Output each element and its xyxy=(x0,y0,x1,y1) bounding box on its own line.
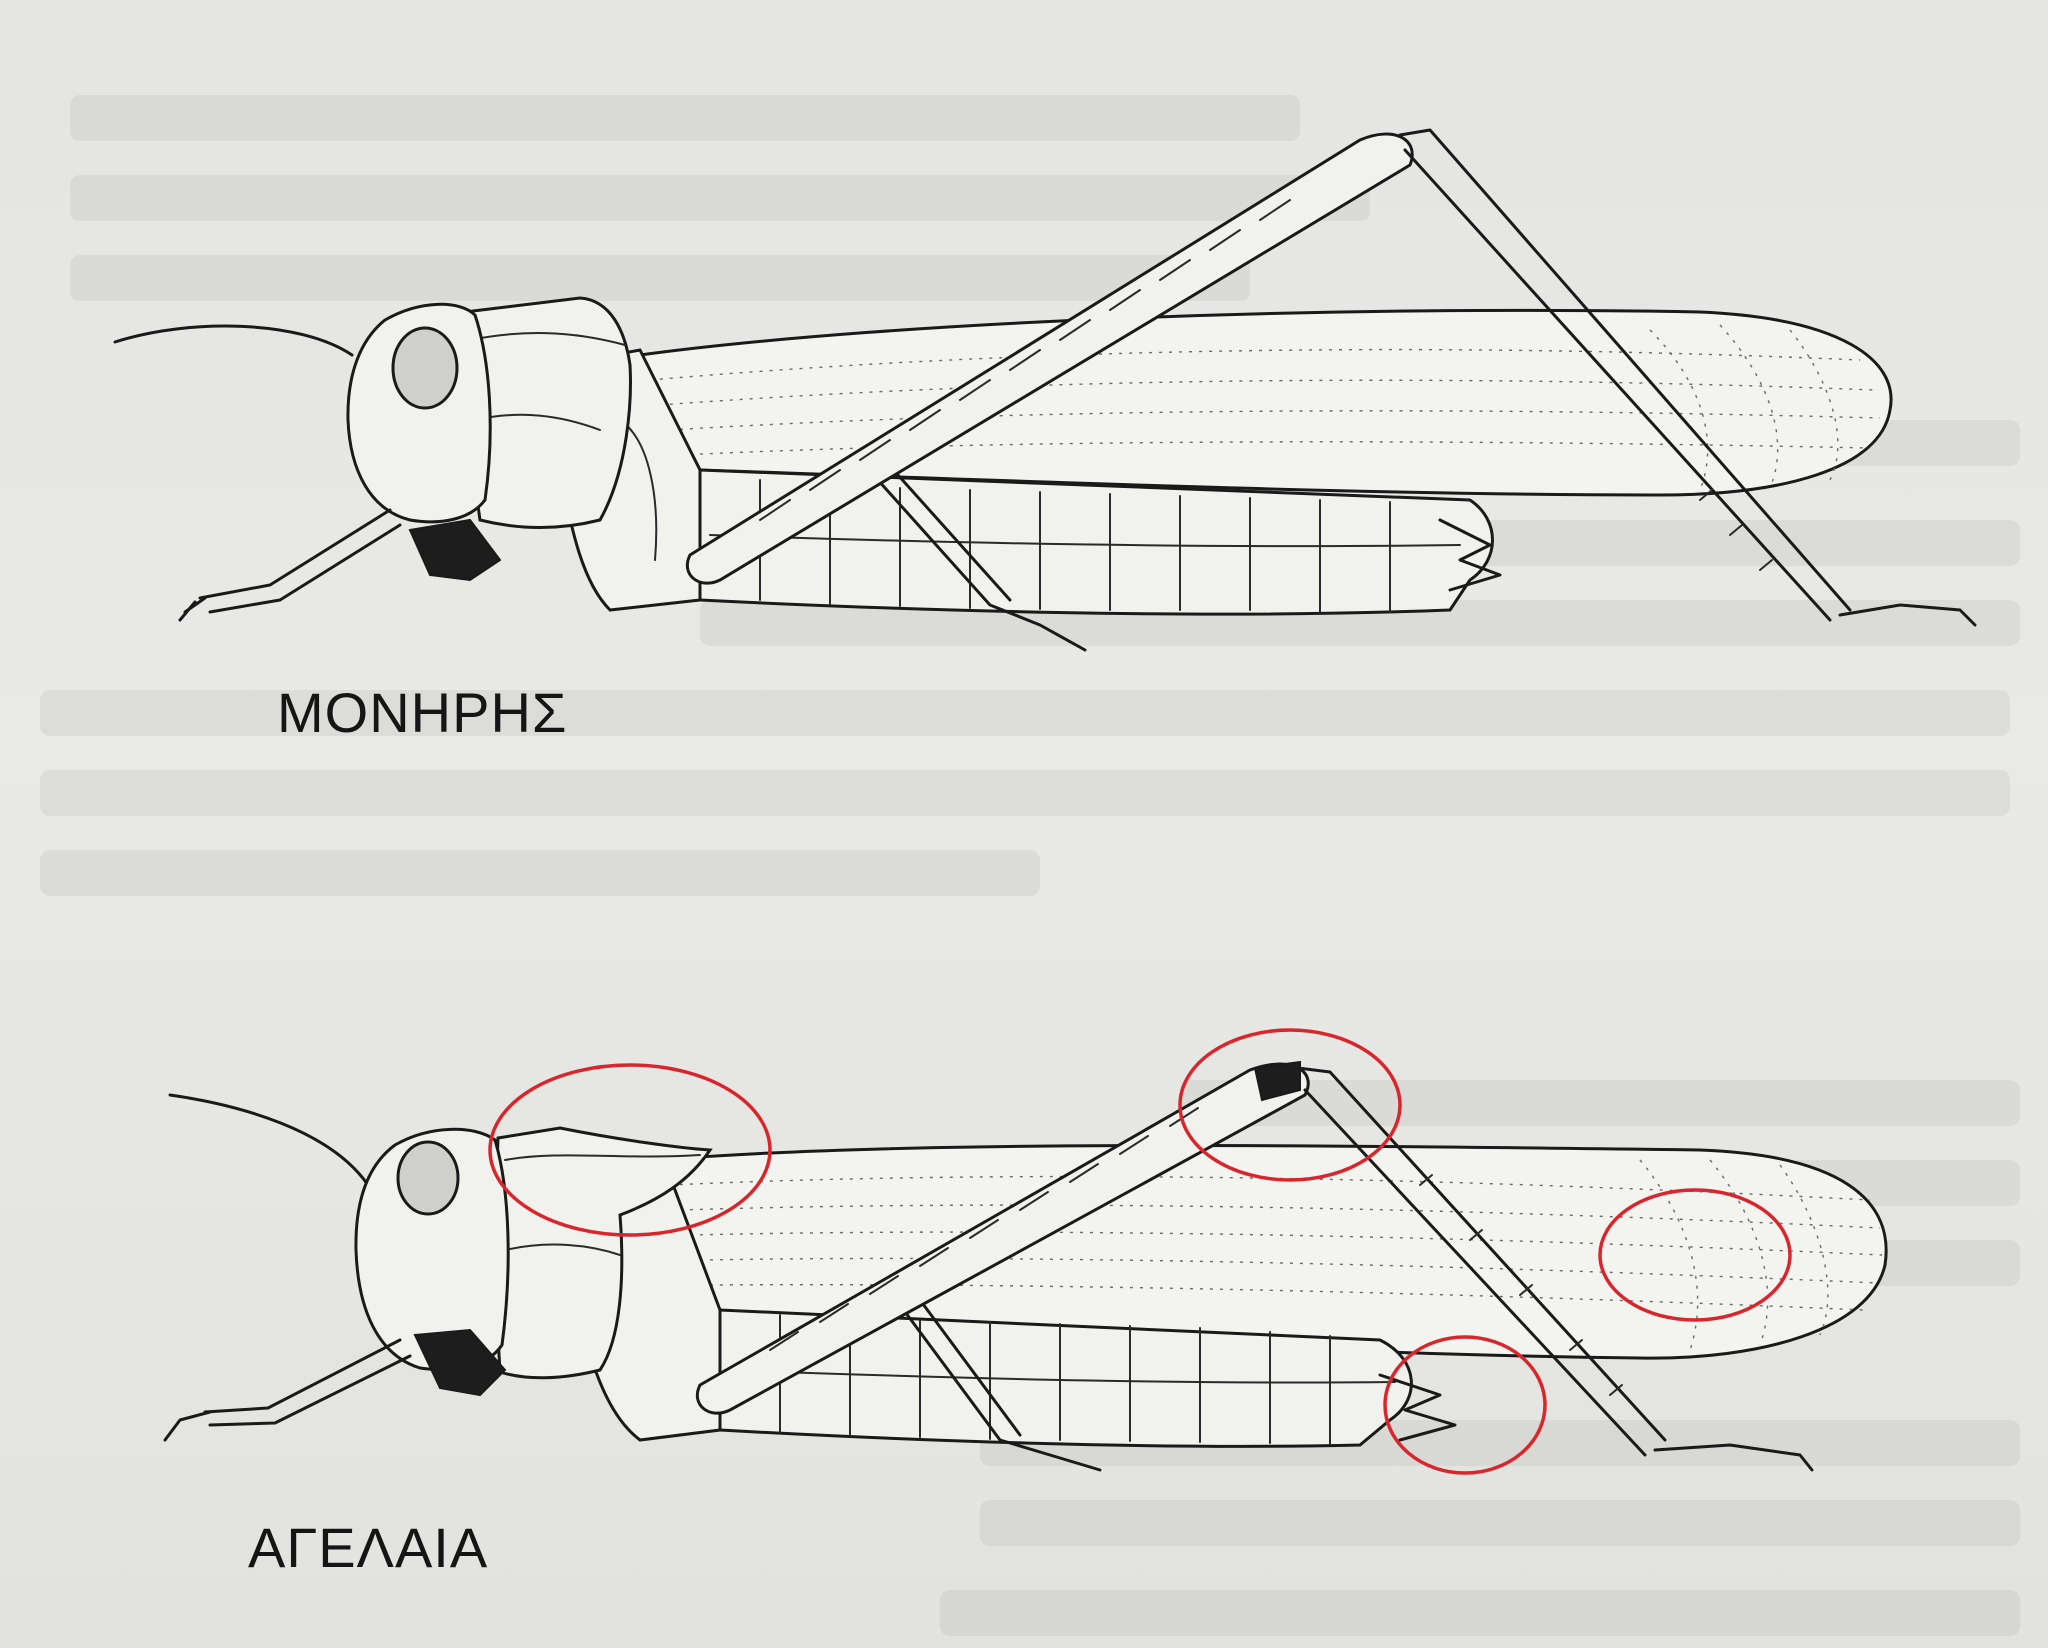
front-leg xyxy=(198,508,392,600)
middle-leg xyxy=(878,453,1012,602)
middle-leg xyxy=(918,1298,1022,1437)
tibia-spines xyxy=(1419,1174,1623,1396)
hind-tibia xyxy=(1398,128,1852,612)
hind-tibia xyxy=(1303,1088,1647,1457)
label-gregarious: ΑΓΕΛΑΙΑ xyxy=(248,1516,489,1579)
forewing xyxy=(637,308,1893,497)
front-leg xyxy=(208,1354,412,1427)
hind-femur xyxy=(685,132,1414,585)
highlight-knee xyxy=(1178,1028,1402,1182)
compound-eye xyxy=(396,1140,460,1216)
compound-eye xyxy=(391,326,459,410)
tibia-spines xyxy=(1699,489,1773,571)
front-tarsus xyxy=(178,596,207,622)
thorax-line xyxy=(619,419,658,561)
antenna xyxy=(113,324,354,357)
front-tarsus xyxy=(163,1410,212,1442)
wing-veins xyxy=(649,324,1881,491)
solitary-locust-drawing xyxy=(113,128,1977,652)
mouthparts xyxy=(413,1328,507,1397)
femur-knee-dark xyxy=(1253,1060,1301,1102)
front-leg xyxy=(203,1338,402,1414)
pronotum-ridge xyxy=(504,1243,621,1256)
hind-tibia xyxy=(1296,1066,1667,1442)
highlight-pronotum xyxy=(488,1063,772,1237)
mouthparts xyxy=(408,518,502,582)
pronotum-ridge xyxy=(504,1154,701,1161)
middle-leg xyxy=(898,1303,1102,1472)
femur-herringbone xyxy=(769,1107,1199,1351)
abdomen xyxy=(718,1308,1413,1448)
gregarious-locust-drawing xyxy=(163,1060,1888,1472)
ovipositor xyxy=(1378,1373,1457,1442)
middle-leg xyxy=(858,458,1087,652)
highlight-wing-tip xyxy=(1598,1188,1792,1322)
femur-herringbone xyxy=(759,199,1291,521)
ovipositor xyxy=(1438,518,1502,592)
hind-femur xyxy=(695,1062,1310,1415)
pronotum-ridge xyxy=(469,332,626,346)
highlight-annotations xyxy=(488,1028,1792,1475)
label-solitary: ΜΟΝΗΡΗΣ xyxy=(277,681,568,744)
hind-tarsus xyxy=(1838,603,1977,627)
antenna xyxy=(168,1093,370,1187)
hind-tarsus xyxy=(1653,1443,1814,1472)
wing-veins xyxy=(669,1159,1883,1351)
hind-tibia xyxy=(1403,148,1832,622)
front-leg xyxy=(208,523,402,614)
abdomen-segments xyxy=(709,479,1461,613)
highlight-abdomen-tip xyxy=(1383,1335,1547,1475)
abdomen xyxy=(698,468,1494,616)
